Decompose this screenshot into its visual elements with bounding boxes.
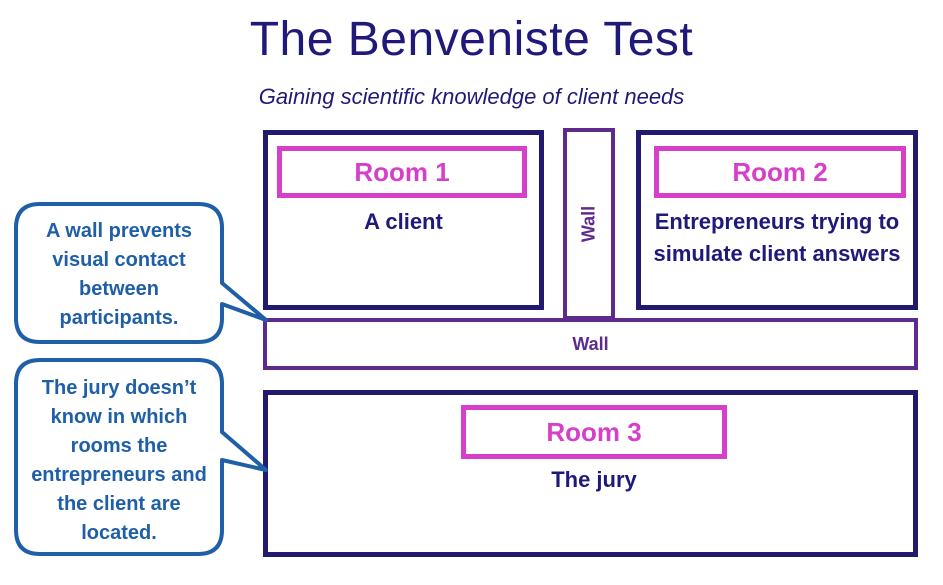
room-2-text: Entrepreneurs trying to simulate client … xyxy=(653,209,901,266)
callout-1-text: A wall prevents visual contact between p… xyxy=(46,220,192,329)
horizontal-wall: Wall xyxy=(263,318,918,370)
vertical-wall-label: Wall xyxy=(578,205,599,243)
callout-2-text: The jury doesn’t know in which rooms the… xyxy=(31,377,207,544)
room-1-text: A client xyxy=(364,209,443,234)
slide-subtitle: Gaining scientific knowledge of client n… xyxy=(258,84,685,109)
vertical-wall: Wall xyxy=(563,128,615,320)
room-3-label: Room 3 xyxy=(461,405,727,459)
room-2-label: Room 2 xyxy=(654,146,906,198)
room-3-text: The jury xyxy=(551,467,637,492)
room-1-label: Room 1 xyxy=(277,146,527,198)
slide-title: The Benveniste Test xyxy=(249,13,694,66)
